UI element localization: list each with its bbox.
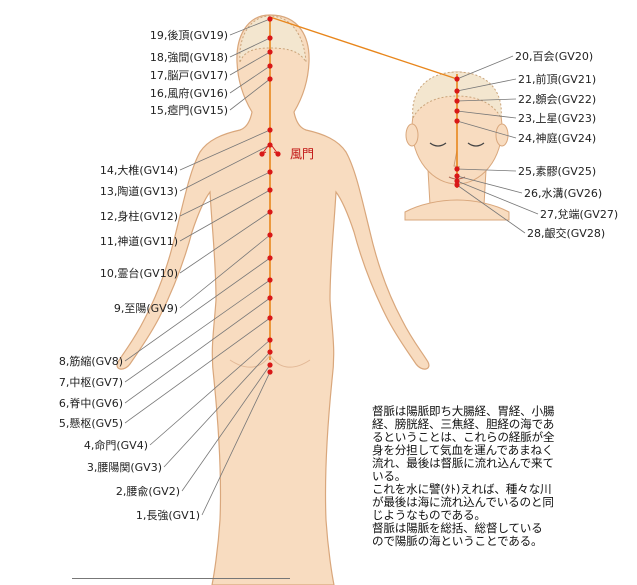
point-gv24 <box>454 118 459 123</box>
point-gv2 <box>267 362 272 367</box>
point-label-gv10: 10,霊台(GV10) <box>100 267 178 280</box>
point-label-gv7: 7,中枢(GV7) <box>59 376 123 389</box>
point-gv14 <box>267 127 272 132</box>
point-label-gv15: 15,瘂門(GV15) <box>150 104 228 117</box>
point-gv4 <box>267 337 272 342</box>
point-label-gv22: 22,顖会(GV22) <box>518 93 596 106</box>
point-label-gv20: 20,百会(GV20) <box>515 50 593 63</box>
point-label-gv19: 19,後頂(GV19) <box>150 29 228 42</box>
point-gv15 <box>267 76 272 81</box>
point-gv5 <box>267 315 272 320</box>
point-gv13 <box>267 142 272 147</box>
point-gv3 <box>267 349 272 354</box>
ear-left <box>406 124 418 146</box>
point-label-gv4: 4,命門(GV4) <box>84 439 148 452</box>
point-gv6 <box>267 295 272 300</box>
point-label-gv21: 21,前頂(GV21) <box>518 73 596 86</box>
point-label-gv9: 9,至陽(GV9) <box>114 302 178 315</box>
point-label-gv16: 16,風府(GV16) <box>150 87 228 100</box>
point-label-gv18: 18,強間(GV18) <box>150 51 228 64</box>
point-label-gv5: 5,懸枢(GV5) <box>59 417 123 430</box>
point-gv9 <box>267 232 272 237</box>
point-label-gv25: 25,素髎(GV25) <box>518 165 596 178</box>
point-label-gv13: 13,陶道(GV13) <box>100 185 178 198</box>
point-gv12 <box>267 169 272 174</box>
point-label-gv23: 23,上星(GV23) <box>518 112 596 125</box>
point-gv16 <box>267 63 272 68</box>
description-line: 流れ、最後は督脈に流れ込んで来て <box>372 457 618 470</box>
point-gv23 <box>454 108 459 113</box>
point-gv28 <box>454 182 459 187</box>
point-gv25 <box>454 166 459 171</box>
point-label-gv26: 26,水溝(GV26) <box>524 187 602 200</box>
bottom-rule <box>72 578 290 579</box>
point-gv19 <box>267 16 272 21</box>
point-gv1 <box>267 369 272 374</box>
point-label-gv24: 24,神庭(GV24) <box>518 132 596 145</box>
point-gv7 <box>267 277 272 282</box>
head-front-figure <box>405 72 509 220</box>
point-label-gv11: 11,神道(GV11) <box>100 235 178 248</box>
point-label-gv2: 2,腰兪(GV2) <box>116 485 180 498</box>
description-line: ので陽脈の海ということである。 <box>372 535 618 548</box>
fumon-label: 風門 <box>290 148 314 161</box>
point-label-gv1: 1,長強(GV1) <box>136 509 200 522</box>
point-label-gv17: 17,脳戸(GV17) <box>150 69 228 82</box>
point-gv26 <box>454 173 459 178</box>
point-label-gv12: 12,身柱(GV12) <box>100 210 178 223</box>
description-text: 督脈は陽脈即ち大腸経、胃経、小腸経、膀胱経、三焦経、胆経の海であるということは、… <box>372 405 618 548</box>
point-gv10 <box>267 209 272 214</box>
leader-gv20 <box>457 56 513 79</box>
point-label-gv27: 27,兌端(GV27) <box>540 208 618 221</box>
point-label-gv28: 28,齦交(GV28) <box>527 227 605 240</box>
point-gv8 <box>267 255 272 260</box>
point-gv21 <box>454 88 459 93</box>
shoulders <box>405 200 509 220</box>
point-label-gv14: 14,大椎(GV14) <box>100 164 178 177</box>
point-gv18 <box>267 35 272 40</box>
point-gv11 <box>267 187 272 192</box>
point-label-gv6: 6,脊中(GV6) <box>59 397 123 410</box>
point-label-gv3: 3,腰陽関(GV3) <box>87 461 162 474</box>
point-gv22 <box>454 98 459 103</box>
point-label-gv8: 8,筋縮(GV8) <box>59 355 123 368</box>
point-gv20 <box>454 76 459 81</box>
point-gv17 <box>267 49 272 54</box>
